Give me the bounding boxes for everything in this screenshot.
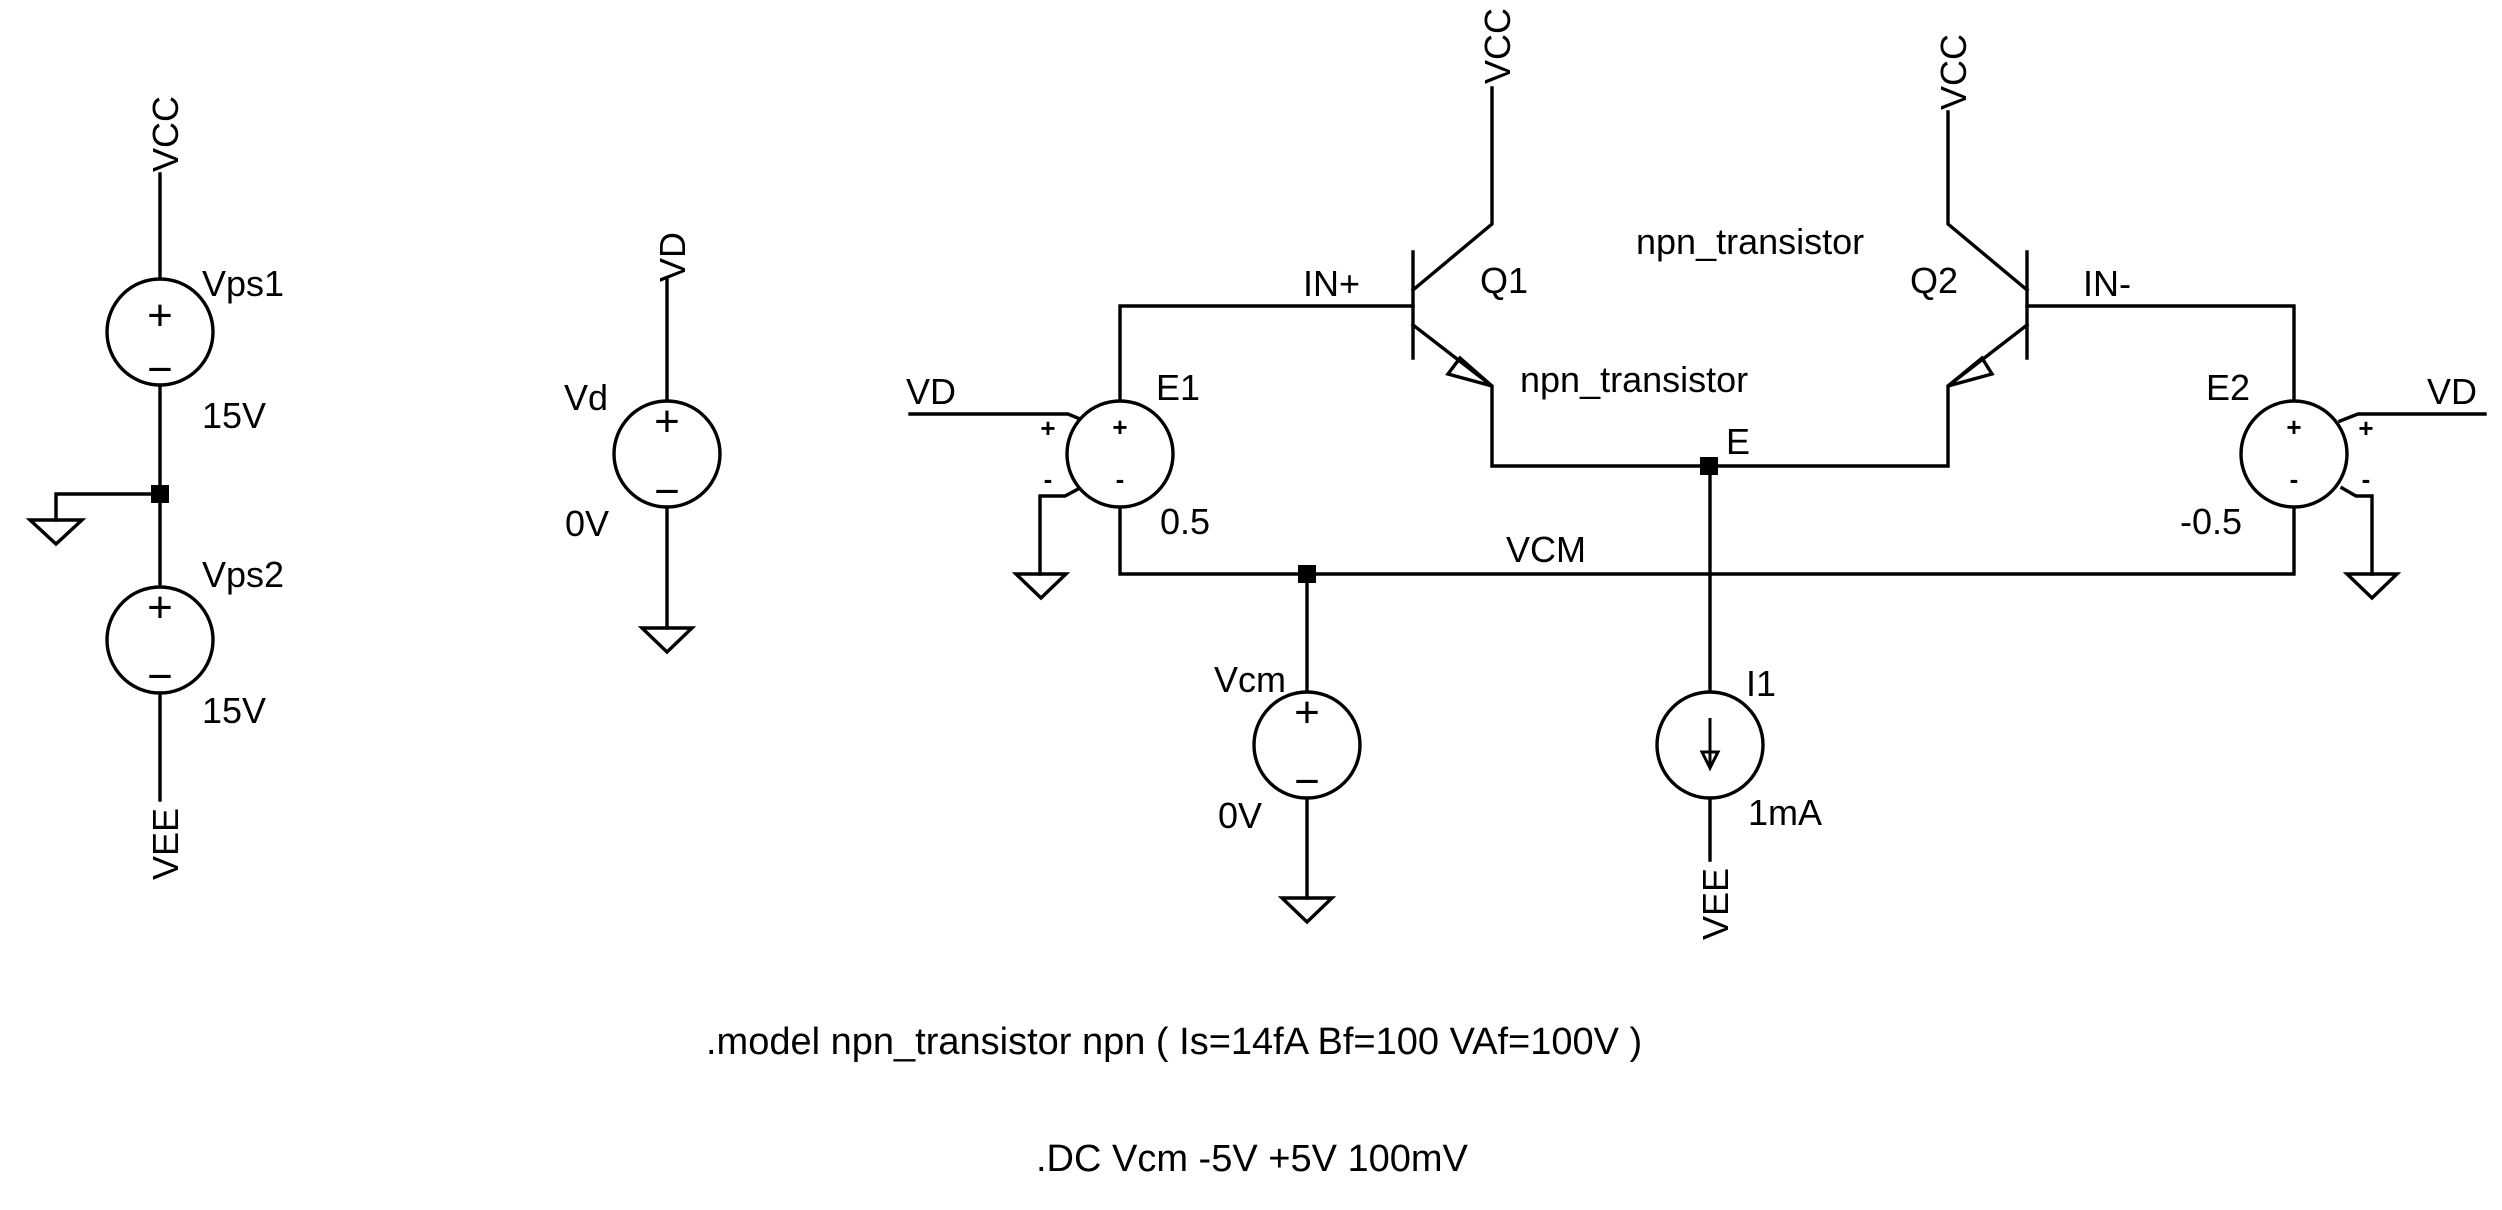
q1-npn-transistor: [1410, 86, 1712, 468]
vcm-name: Vcm: [1214, 659, 1286, 700]
i1-name: I1: [1746, 663, 1776, 704]
ground-symbol: [2342, 572, 2402, 601]
vee-net-label: VEE: [145, 808, 186, 880]
vd-voltage-source: + −: [612, 397, 722, 516]
e1-ctrl-plus: +: [1040, 413, 1055, 443]
in-plus-net-label: IN+: [1303, 263, 1360, 304]
vps2-voltage-source: + −: [105, 583, 215, 701]
vcc-net-label: VCC: [145, 96, 186, 172]
q1-vcc-net-label: VCC: [1477, 8, 1518, 84]
i1-vee-net-label: VEE: [1695, 868, 1736, 940]
wire-vd-to-e1: [908, 412, 1088, 424]
e1-gain: 0.5: [1160, 501, 1210, 542]
wire-e1-to-in-plus: [1118, 304, 1415, 403]
e2-gain: -0.5: [2180, 501, 2242, 542]
vps2-value: 15V: [202, 690, 266, 731]
wire-e1-to-vcm: [1118, 506, 2296, 576]
vd-minus-sign: −: [654, 467, 680, 516]
junction-ground: [151, 485, 169, 503]
ground-symbol: [637, 626, 697, 655]
vps1-name: Vps1: [202, 263, 284, 304]
i1-value: 1mA: [1748, 792, 1822, 833]
wire-vd-to-e2: [2337, 412, 2487, 424]
vd-source-section: + − VD Vd 0V: [564, 232, 722, 655]
vps1-value: 15V: [202, 395, 266, 436]
wire-node-ground: [54, 492, 162, 522]
e2-minus-sign: -: [2290, 464, 2299, 494]
vd-name: Vd: [564, 377, 608, 418]
e2-ctrl-plus: +: [2358, 413, 2373, 443]
differential-pair-section: + - + - VD E1 0.5 + - + - VD E2 -0.5 VCC…: [906, 8, 2487, 940]
vps2-minus-sign: −: [147, 652, 173, 701]
ground-symbol: [1011, 572, 1071, 601]
e-net-label: E: [1726, 421, 1750, 462]
vps2-name: Vps2: [202, 554, 284, 595]
q2-vcc-net-label: VCC: [1933, 34, 1974, 110]
e1-ctrl-minus: -: [1044, 464, 1053, 494]
vps1-plus-sign: +: [147, 291, 173, 340]
vd-net-label: VD: [652, 232, 693, 282]
vcm-value: 0V: [1218, 795, 1262, 836]
in-minus-net-label: IN-: [2083, 263, 2131, 304]
q1-name: Q1: [1480, 260, 1528, 301]
power-supply-section: + − + − VCC VEE Vps1 15V Vps2 15V: [25, 96, 284, 880]
e2-vd-net-label: VD: [2427, 371, 2477, 412]
model-directive: .model npn_transistor npn ( Is=14fA Bf=1…: [706, 1021, 1642, 1063]
vcm-plus-sign: +: [1294, 688, 1320, 737]
e1-minus-sign: -: [1116, 464, 1125, 494]
q2-model: npn_transistor: [1636, 221, 1864, 262]
dc-sweep-directive: .DC Vcm -5V +5V 100mV: [1036, 1138, 1469, 1180]
vcm-voltage-source: + −: [1252, 688, 1362, 806]
e1-name: E1: [1156, 367, 1200, 408]
e1-vd-net-label: VD: [906, 371, 956, 412]
wire-e2-minus-ground: [2339, 485, 2374, 576]
q2-name: Q2: [1910, 260, 1958, 301]
e2-controlled-source: + -: [2239, 399, 2349, 509]
arrow-down-icon: [1699, 718, 1721, 772]
ground-symbol: [1277, 896, 1337, 925]
e1-plus-sign: +: [1112, 412, 1127, 442]
wire-e2-to-in-minus: [2025, 304, 2296, 403]
vd-plus-sign: +: [654, 397, 680, 446]
ground-symbol: [25, 518, 87, 547]
vps1-minus-sign: −: [147, 345, 173, 394]
vd-value: 0V: [565, 503, 609, 544]
vcm-net-label: VCM: [1506, 529, 1586, 570]
e2-ctrl-minus: -: [2362, 464, 2371, 494]
e2-plus-sign: +: [2286, 412, 2301, 442]
e2-name: E2: [2206, 367, 2250, 408]
vps2-plus-sign: +: [147, 583, 173, 632]
i1-current-source: [1655, 690, 1765, 800]
q2-npn-transistor: [1708, 110, 2030, 468]
vcm-minus-sign: −: [1294, 757, 1320, 806]
e1-controlled-source: + -: [1065, 399, 1175, 509]
wire-e1-minus-ground: [1038, 485, 1083, 576]
q1-model: npn_transistor: [1520, 359, 1748, 400]
vps1-voltage-source: + −: [105, 277, 215, 394]
